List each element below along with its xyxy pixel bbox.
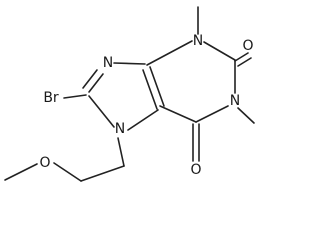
atom-label-o-c6: O — [190, 162, 201, 178]
atom-label-n7: N — [115, 121, 125, 137]
bond-n1-methyl — [237, 107, 255, 124]
atom-label-n1: N — [230, 93, 240, 109]
atom-labels: Br N N N N O O O — [39, 33, 253, 178]
bond-c2-o-double-a — [234, 52, 249, 62]
atom-label-o-ether: O — [39, 155, 50, 171]
bond-c4-c5-double-a — [149, 66, 165, 107]
bond-n3-c2 — [203, 41, 236, 61]
bond-c8-br — [63, 94, 87, 99]
bond-c8-n9-double-a — [82, 69, 98, 89]
atom-label-n9: N — [103, 55, 113, 71]
bond-n9-c4 — [113, 62, 146, 65]
bond-n7-c8 — [88, 95, 115, 128]
bond-c6-c5 — [159, 105, 197, 123]
atom-label-br: Br — [43, 90, 59, 106]
bond-ch2-ch2 — [80, 165, 125, 182]
bond-lines — [4, 6, 255, 182]
bond-n1-c6 — [195, 105, 229, 123]
bond-ch2-o — [53, 162, 82, 182]
atom-label-n3: N — [193, 33, 203, 49]
bond-c5-n7 — [127, 109, 159, 131]
chemical-structure: Br N N N N O O O — [4, 6, 255, 182]
bond-c4-n3 — [146, 40, 193, 66]
bond-c2-o-double-b — [237, 57, 252, 67]
bond-o-ch3 — [4, 163, 38, 181]
bond-c8-n9-double-b — [88, 73, 104, 93]
bond-n7-ch2 — [117, 137, 125, 167]
atom-label-o-c2: O — [242, 38, 253, 54]
bond-c4-c5-double-b — [142, 69, 158, 110]
